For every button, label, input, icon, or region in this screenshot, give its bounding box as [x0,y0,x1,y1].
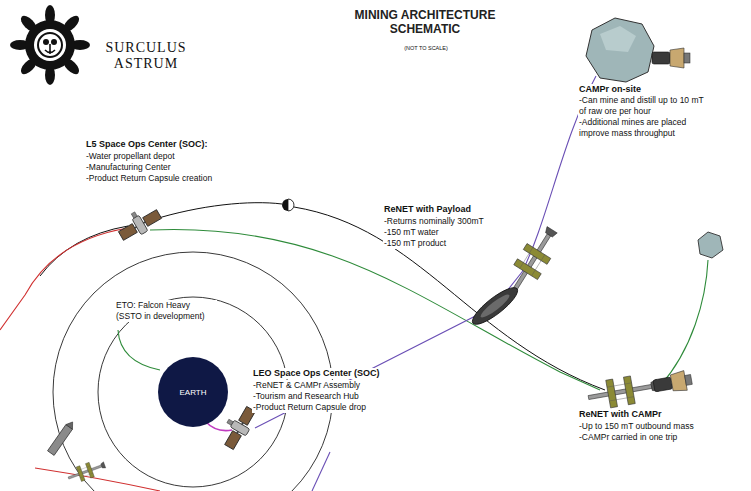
trajectory-red [0,228,128,330]
callout-note: -Returns nominally 300mT [383,216,485,227]
launch-path [118,330,160,370]
callout-note: -Product Return Capsule creation [85,173,213,184]
callout-note: -Water propellant depot [85,151,176,162]
payload-capsule [468,282,522,329]
callout-heading: ReNET with Payload [383,204,472,215]
campr-miner [652,370,693,396]
callout-note: -Up to 150 mT outbound mass [578,421,695,432]
earth-circle: EARTH [158,357,228,427]
callout-note: -Manufacturing Center [85,162,172,173]
diagram-title: MINING ARCHITECTURE SCHEMATIC [340,8,510,36]
callout-note: -150 mT water [383,227,440,238]
orbit-line [152,203,605,390]
callout-note: -ReNET & CAMPr Assembly [252,380,361,391]
callout-heading: L5 Space Ops Center (SOC): [85,139,209,150]
payload-capsule [478,292,511,320]
moon-icon [282,199,294,211]
callout-heading: ReNET with CAMPr [578,409,663,420]
trajectory-red [35,468,160,491]
asteroid-facet [600,26,636,52]
callout-note: -Product Return Capsule drop [252,402,367,413]
renet-craft [503,222,564,296]
launch-vehicle [48,420,76,456]
asteroid [586,18,654,82]
callout-note: -150 mT product [383,238,447,249]
renet-craft [66,458,107,486]
callout-note: -Tourism and Research Hub [252,391,360,402]
planet-label: EARTH [180,388,207,397]
callout-note: -Can mine and distill up to 10 mT of raw… [578,95,710,117]
callout-note: ETO: Falcon Heavy (SSTO in development) [115,300,217,322]
callout-heading: LEO Space Ops Center (SOC) [252,368,381,379]
logo-wordmark: SURCULUS ASTRUM [100,40,192,72]
l5-station [114,202,164,244]
callout-heading: CAMPr on-site [578,84,642,95]
campr-miner [652,48,690,68]
callout-note: -CAMPr carried in one trip [578,432,678,443]
callout-note: (NOT TO SCALE) [380,45,472,52]
renet-craft [586,372,660,412]
trajectory-purple [312,452,330,491]
callout-note: -Additional mines are placed improve mas… [578,117,710,139]
logo-emblem [10,5,90,85]
trajectory-green [660,260,708,386]
asteroid [698,232,723,258]
orbit-line [40,226,128,276]
